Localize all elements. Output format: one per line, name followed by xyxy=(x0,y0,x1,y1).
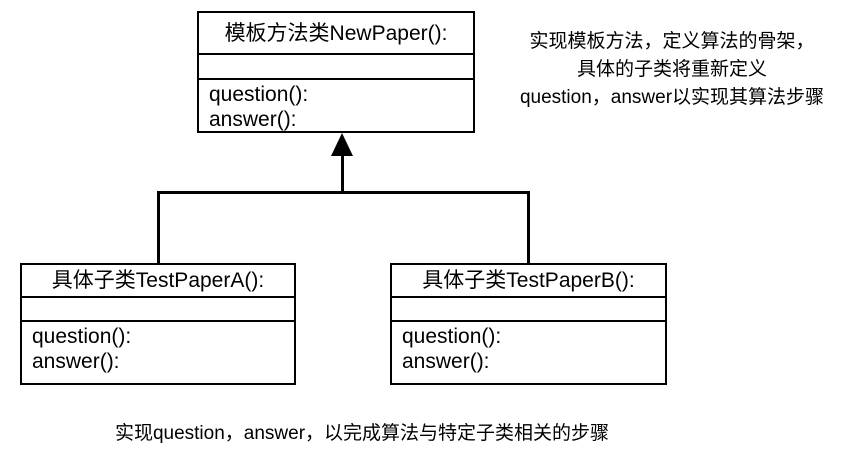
connector-fork-bar xyxy=(157,191,530,194)
uml-attributes-testpaperb xyxy=(392,298,665,322)
uml-attributes-testpapera xyxy=(22,298,294,322)
uml-operations-newpaper: question(): answer(): xyxy=(199,80,473,131)
annotation-subclass-steps: 实现question，answer，以完成算法与特定子类相关的步骤 xyxy=(0,420,724,448)
uml-operation-answer: answer(): xyxy=(209,108,297,131)
annotation-top-line-3: question，answer以实现其算法步骤 xyxy=(519,87,825,108)
connector-stem xyxy=(341,155,344,193)
uml-operation-answer: answer(): xyxy=(402,350,490,373)
uml-operation-question: question(): xyxy=(209,83,309,106)
annotation-top-line-2: 具体的子类将重新定义 xyxy=(576,59,767,80)
uml-class-name-newpaper: 模板方法类NewPaper(): xyxy=(199,13,473,55)
uml-operation-question: question(): xyxy=(402,325,502,348)
uml-class-newpaper[interactable]: 模板方法类NewPaper(): question(): answer(): xyxy=(197,11,475,133)
inheritance-arrow-icon xyxy=(331,133,353,156)
annotation-bottom-line-1: 实现question，answer，以完成算法与特定子类相关的步骤 xyxy=(114,423,610,444)
annotation-template-method: 实现模板方法，定义算法的骨架， 具体的子类将重新定义 question，answ… xyxy=(496,28,848,112)
uml-operations-testpapera: question(): answer(): xyxy=(22,322,294,383)
uml-operations-testpaperb: question(): answer(): xyxy=(392,322,665,383)
uml-operation-answer: answer(): xyxy=(32,350,120,373)
uml-class-testpapera[interactable]: 具体子类TestPaperA(): question(): answer(): xyxy=(20,263,296,385)
uml-class-name-testpaperb: 具体子类TestPaperB(): xyxy=(392,265,665,298)
uml-attributes-newpaper xyxy=(199,55,473,80)
uml-class-testpaperb[interactable]: 具体子类TestPaperB(): question(): answer(): xyxy=(390,263,667,385)
connector-drop-right xyxy=(527,191,530,264)
connector-drop-left xyxy=(157,191,160,264)
uml-operation-question: question(): xyxy=(32,325,132,348)
uml-class-name-testpapera: 具体子类TestPaperA(): xyxy=(22,265,294,298)
annotation-top-line-1: 实现模板方法，定义算法的骨架， xyxy=(529,31,815,52)
